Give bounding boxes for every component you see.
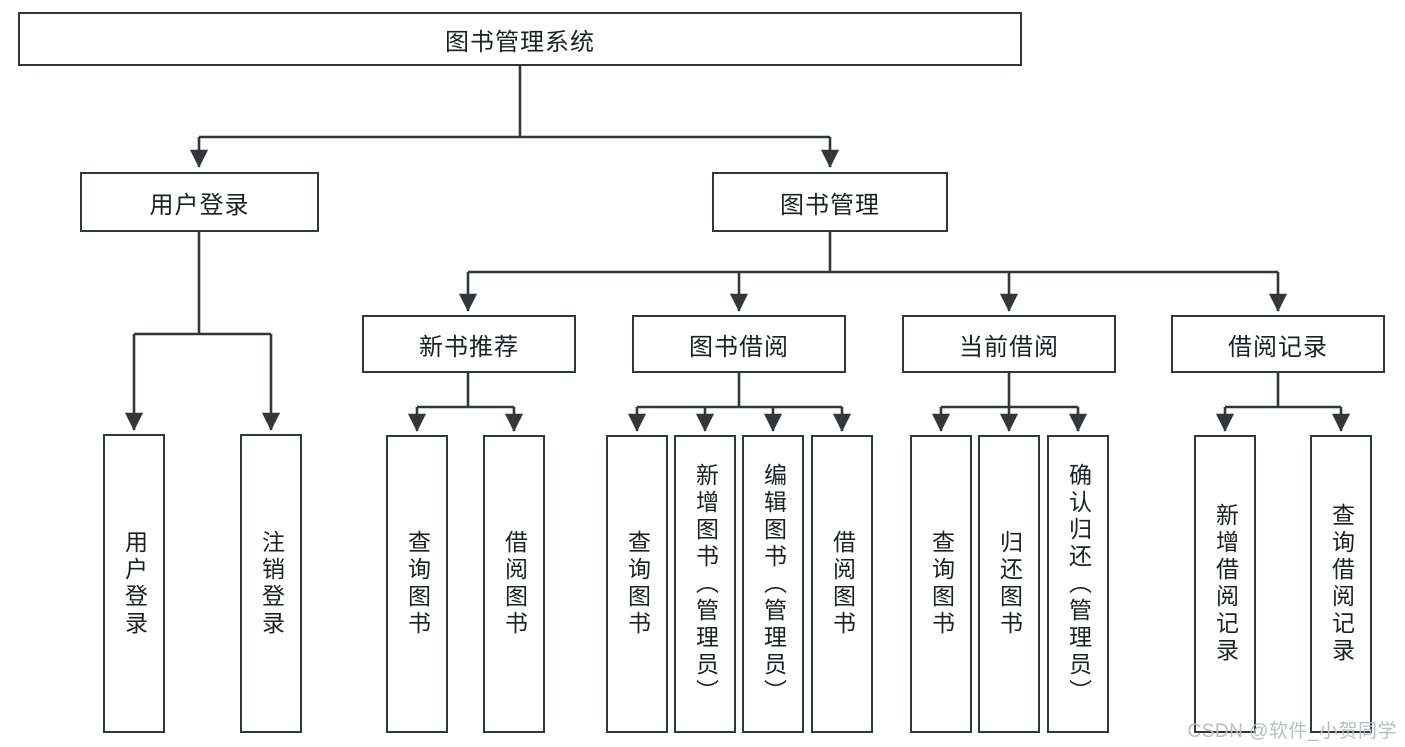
node-leaf-add-record-label: 新增借阅记录 xyxy=(1212,503,1239,665)
node-borrow-record-label: 借阅记录 xyxy=(1228,333,1328,361)
node-leaf-edit-book-label: 编辑图书（管理员） xyxy=(760,462,787,706)
node-leaf-logout-login-label: 注销登录 xyxy=(258,529,285,638)
node-leaf-query-book-3-label: 查询图书 xyxy=(928,530,955,638)
node-leaf-query-book-2[interactable]: 查询图书 xyxy=(606,435,668,733)
node-leaf-borrow-book-2[interactable]: 借阅图书 xyxy=(811,435,873,733)
node-leaf-query-record[interactable]: 查询借阅记录 xyxy=(1310,435,1372,733)
node-leaf-return-book[interactable]: 归还图书 xyxy=(978,435,1040,733)
node-leaf-confirm-return[interactable]: 确认归还（管理员） xyxy=(1047,435,1109,733)
node-root[interactable]: 图书管理系统 xyxy=(18,12,1022,66)
node-leaf-user-login[interactable]: 用户登录 xyxy=(103,434,165,733)
node-leaf-borrow-book-1-label: 借阅图书 xyxy=(501,530,528,638)
node-user-login-label: 用户登录 xyxy=(149,191,250,219)
node-current-borrow-label: 当前借阅 xyxy=(959,333,1059,361)
node-user-login[interactable]: 用户登录 xyxy=(80,172,319,232)
node-leaf-return-book-label: 归还图书 xyxy=(996,530,1023,638)
node-leaf-query-record-label: 查询借阅记录 xyxy=(1328,503,1355,665)
node-leaf-edit-book[interactable]: 编辑图书（管理员） xyxy=(742,435,804,733)
node-leaf-add-record[interactable]: 新增借阅记录 xyxy=(1194,435,1256,733)
node-borrow-record[interactable]: 借阅记录 xyxy=(1171,315,1385,373)
node-leaf-borrow-book-1[interactable]: 借阅图书 xyxy=(483,435,545,733)
node-leaf-add-book[interactable]: 新增图书（管理员） xyxy=(674,435,736,733)
node-leaf-user-login-label: 用户登录 xyxy=(121,529,148,638)
node-current-borrow[interactable]: 当前借阅 xyxy=(902,315,1116,373)
node-leaf-query-book-1[interactable]: 查询图书 xyxy=(386,435,448,733)
node-leaf-query-book-1-label: 查询图书 xyxy=(404,530,431,638)
node-leaf-borrow-book-2-label: 借阅图书 xyxy=(829,530,856,638)
node-new-book-recommend[interactable]: 新书推荐 xyxy=(362,315,576,373)
node-book-borrow[interactable]: 图书借阅 xyxy=(632,315,846,373)
node-book-manage[interactable]: 图书管理 xyxy=(712,172,948,232)
node-new-book-recommend-label: 新书推荐 xyxy=(419,333,519,361)
node-leaf-query-book-2-label: 查询图书 xyxy=(624,530,651,638)
node-leaf-query-book-3[interactable]: 查询图书 xyxy=(910,435,972,733)
node-book-borrow-label: 图书借阅 xyxy=(689,333,789,361)
node-leaf-add-book-label: 新增图书（管理员） xyxy=(692,462,719,706)
watermark: CSDN @软件_小贺同学 xyxy=(1187,721,1397,742)
node-leaf-logout-login[interactable]: 注销登录 xyxy=(240,434,302,733)
node-book-manage-label: 图书管理 xyxy=(780,191,880,219)
node-root-label: 图书管理系统 xyxy=(445,28,595,56)
node-leaf-confirm-return-label: 确认归还（管理员） xyxy=(1065,462,1092,706)
